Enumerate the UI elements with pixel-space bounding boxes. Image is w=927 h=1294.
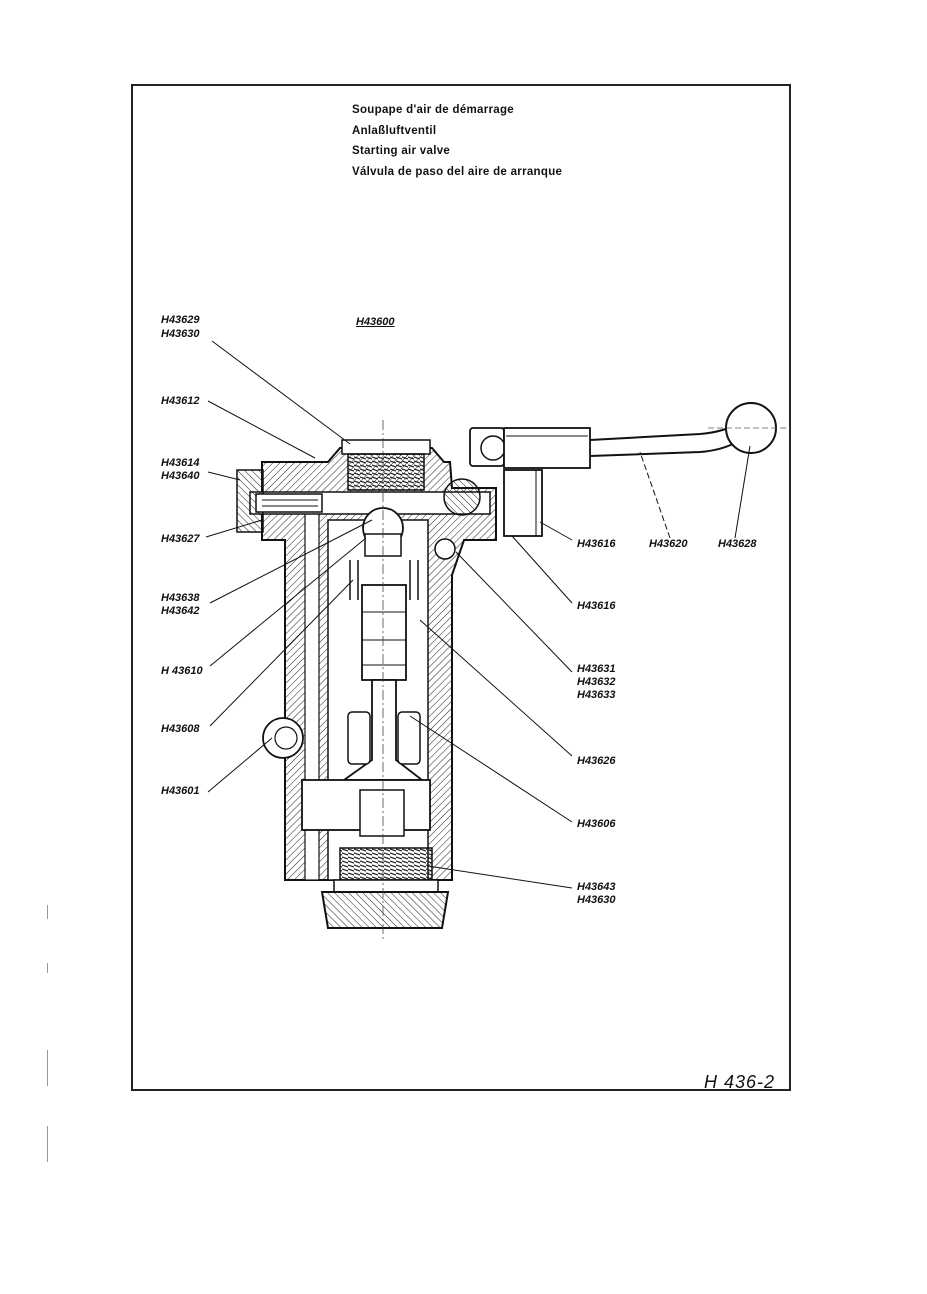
title-english: Starting air valve xyxy=(352,145,451,157)
leader-lines xyxy=(205,340,751,889)
assembly-number: H43600 xyxy=(356,316,395,328)
label-h43616-top: H43616 xyxy=(577,538,616,550)
label-h43610: H 43610 xyxy=(161,665,203,677)
top-plug xyxy=(341,439,431,491)
cam-assembly xyxy=(434,469,543,560)
label-h43642: H43642 xyxy=(161,605,200,617)
label-h43606: H43606 xyxy=(577,818,616,830)
label-h43626: H43626 xyxy=(577,755,616,767)
label-h43628: H43628 xyxy=(718,538,757,550)
label-h43643: H43643 xyxy=(577,881,616,893)
label-h43601: H43601 xyxy=(161,785,200,797)
bottom-nut xyxy=(320,847,450,929)
lever xyxy=(469,402,790,469)
title-block: Soupape d'air de démarrage Anlaßluftvent… xyxy=(352,100,562,182)
label-h43620: H43620 xyxy=(649,538,688,550)
title-spanish: Válvula de paso del aire de arranque xyxy=(352,165,563,178)
label-h43616-bottom: H43616 xyxy=(577,600,616,612)
sheet-number: H 436-2 xyxy=(703,1072,775,1092)
side-screw xyxy=(236,469,323,533)
drawing-frame xyxy=(131,84,791,1091)
label-h43632: H43632 xyxy=(577,676,616,688)
label-h43638: H43638 xyxy=(161,592,200,604)
label-h43630-bottom: H43630 xyxy=(577,894,616,906)
label-h43629: H43629 xyxy=(161,314,200,326)
label-h43614: H43614 xyxy=(161,457,200,469)
label-h43630-top: H43630 xyxy=(161,328,200,340)
label-h43627: H43627 xyxy=(161,533,200,545)
label-h43633: H43633 xyxy=(577,689,616,701)
side-lug-hole xyxy=(274,726,298,750)
title-german: Anlaßluftventil xyxy=(352,124,437,137)
label-h43612: H43612 xyxy=(161,395,200,407)
label-h43631: H43631 xyxy=(577,663,616,675)
title-french: Soupape d'air de démarrage xyxy=(352,104,514,116)
label-h43608: H43608 xyxy=(161,723,200,735)
label-h43640: H43640 xyxy=(161,470,200,482)
